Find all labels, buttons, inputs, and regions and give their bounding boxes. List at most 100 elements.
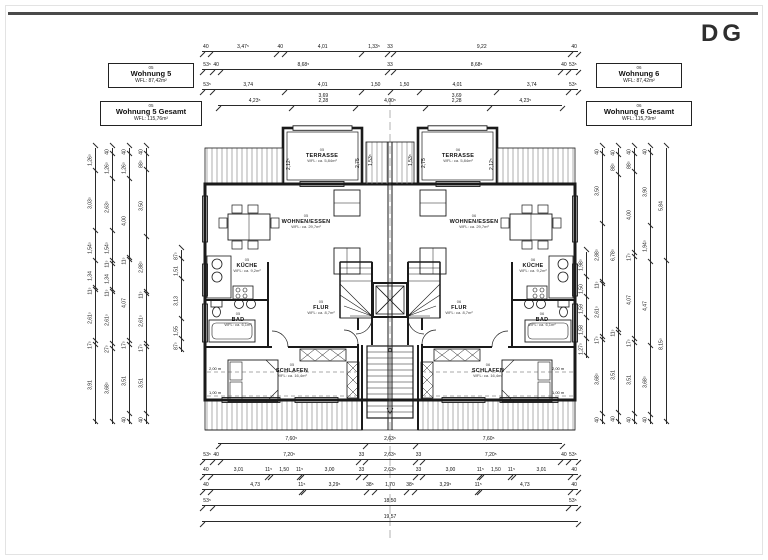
floor-label: DG	[701, 20, 745, 47]
dim-label: 3,74	[243, 82, 254, 89]
dim-label: 1,50	[399, 82, 410, 89]
dim-label: 8,68⁵	[297, 62, 310, 69]
dim-line	[202, 521, 578, 522]
title-bar-rule	[8, 12, 758, 15]
info-box-wohnung-5: 05 Wohnung 5 WFL: 87,42m²	[108, 63, 194, 88]
dimension-chain-bottom-6: 19,57	[199, 514, 582, 528]
info-box-wohnung-6-gesamt: 06 Wohnung 6 Gesamt WFL: 115,79m²	[586, 101, 692, 126]
dim-label: 38⁵	[366, 482, 374, 489]
dim-label: 1,94⁵	[642, 240, 649, 253]
dim-label: 1,34	[87, 271, 94, 282]
dim-label: 53⁵	[203, 82, 211, 89]
room-label-flur-5: 05 FLUR WFL: ca. 8,7m²	[307, 299, 335, 316]
dim-label: 4,07	[121, 297, 128, 308]
dim-label: 4,01	[317, 82, 328, 89]
dim-label: 40	[571, 44, 577, 51]
dim-label: 88⁵	[626, 161, 633, 169]
dim-label: 40	[104, 149, 111, 155]
dim-label: 2,12⁵	[286, 158, 292, 170]
room-label-bad-5: 05 BAD WFL: ca. 6,1m²	[224, 311, 252, 328]
dim-label: 2,75	[421, 158, 427, 168]
dim-label: 11⁵	[507, 467, 516, 474]
dim-label: 33	[358, 467, 365, 474]
room-label-terrasse-5: 05 TERRASSE WFL: ca. 5,84m²	[305, 147, 339, 164]
room-label-terrasse-6: 06 TERRASSE WFL: ca. 5,84m²	[441, 147, 475, 164]
dim-label: 40	[277, 44, 284, 51]
dim-label: 1,59	[578, 304, 585, 315]
dim-label: 2,88⁵	[594, 249, 601, 261]
dim-label: 19,57	[383, 514, 397, 521]
dim-label: 40	[571, 467, 577, 474]
dim-line	[202, 51, 578, 52]
dim-label: 40	[594, 417, 601, 423]
dim-label: 2,63⁵	[384, 436, 396, 443]
dim-label: 40	[203, 467, 209, 474]
dim-label: 1,27⁵	[578, 343, 585, 356]
dim-label: 3,00	[324, 467, 335, 474]
dim-label: 5,84	[658, 200, 665, 211]
room-label-wohnen-6: 06 WOHNEN/ESSEN WFL: ca. 29,7m²	[449, 213, 499, 230]
dim-label: 11⁵	[474, 482, 482, 489]
dim-label: 4,73	[519, 482, 530, 489]
dim-line	[666, 148, 667, 424]
apartment-title: Wohnung 6	[618, 69, 660, 79]
dim-label: 17⁵	[138, 344, 145, 352]
sheet-border	[5, 5, 763, 555]
dim-label: 11⁵	[295, 467, 304, 474]
room-label-flur-6: 06 FLUR WFL: ca. 8,7m²	[445, 299, 473, 316]
dim-label: 4,23⁵	[519, 98, 532, 105]
dim-label: 33	[387, 44, 393, 51]
dim-label: 11⁵	[104, 260, 111, 269]
dim-label: 1,70	[385, 482, 395, 489]
dim-label: 40	[610, 149, 617, 156]
dim-label: 3,51	[626, 375, 633, 386]
dim-label: 40	[642, 148, 649, 155]
dim-label: 3,69 2,28	[318, 93, 329, 105]
dim-label: 40	[138, 417, 145, 423]
dim-label: 53⁵	[203, 452, 211, 459]
dim-label: 4,00	[121, 215, 128, 226]
dim-label: 40	[121, 417, 128, 423]
dim-label: 53⁵	[569, 498, 577, 505]
dim-label: 3,29⁵	[439, 482, 452, 489]
dim-line	[602, 148, 603, 424]
dim-label: 53⁵	[569, 82, 577, 89]
apartment-6-linework	[406, 124, 579, 432]
dim-label: 40	[203, 44, 209, 51]
dim-label: 3,01	[233, 467, 244, 474]
dim-label: 17⁵	[121, 340, 128, 349]
dim-label: 40	[203, 482, 209, 489]
dim-label: 4,00⁵	[384, 98, 396, 105]
room-label-bad-6: 06 BAD WFL: ca. 6,1m²	[528, 311, 556, 328]
dim-label: 1,50	[279, 467, 289, 474]
dim-label: 11⁵	[594, 281, 601, 289]
dim-label: 1,58	[578, 325, 585, 336]
dim-label: 8,68⁵	[470, 62, 483, 69]
dim-label: 53⁵	[569, 452, 577, 459]
room-label-schlafen-6: 06 SCHLAFEN WFL: ca. 16,4m²	[471, 362, 505, 379]
dim-line	[202, 89, 578, 90]
dim-label: 53⁵	[203, 62, 211, 69]
roof-height-label: 1,00 m	[552, 390, 565, 395]
apartment-code: 06	[636, 65, 642, 70]
dim-label: 1,50	[491, 467, 501, 474]
dim-label: 2,61⁵	[138, 315, 145, 328]
dim-label: 1,54⁵	[104, 242, 111, 254]
apartment-code: 05	[148, 103, 154, 108]
info-box-wohnung-6: 06 Wohnung 6 WFL: 87,42m²	[596, 63, 682, 88]
dim-line	[634, 148, 635, 424]
dim-label: 17⁵	[594, 336, 601, 345]
dim-label: 33	[358, 452, 365, 459]
room-label-schlafen-5: 05 SCHLAFEN WFL: ca. 16,4m²	[275, 362, 309, 379]
dim-line	[218, 105, 562, 106]
dim-label: 3,69 2,28	[451, 93, 462, 105]
dim-label: 2,63⁵	[384, 452, 396, 459]
dim-label: 3,68⁵	[642, 376, 649, 389]
